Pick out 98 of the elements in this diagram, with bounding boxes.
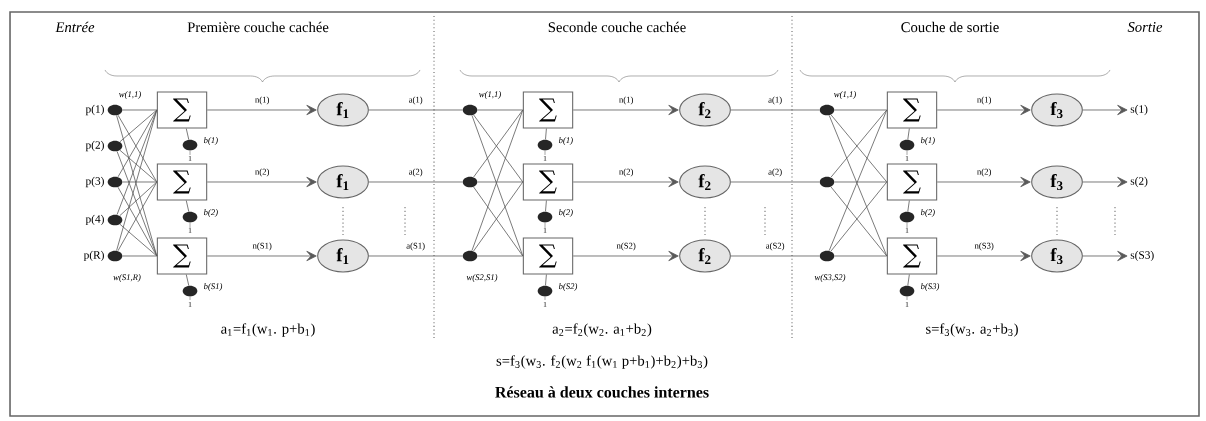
arrow bbox=[936, 250, 1031, 262]
bias-label: b(2) bbox=[203, 209, 218, 217]
summation-box: ∑ bbox=[522, 237, 574, 275]
input-label: p(R) bbox=[83, 250, 104, 262]
connection-line bbox=[477, 181, 524, 183]
input-label: p(4) bbox=[85, 214, 104, 226]
connection-line bbox=[545, 274, 547, 286]
arrow bbox=[1082, 250, 1128, 262]
weight-label: w(1,1) bbox=[832, 89, 858, 101]
edge-label: n(2) bbox=[975, 167, 993, 178]
arrow bbox=[206, 176, 317, 188]
edge-label: n(S3) bbox=[973, 241, 996, 252]
connection-line bbox=[730, 109, 820, 111]
connection-line bbox=[185, 128, 190, 140]
connection-line bbox=[116, 151, 158, 257]
bias-label: b(2) bbox=[558, 209, 573, 217]
formula: s=f$_{3}$(w$_{3}$. f$_{2}$(w$_{2}$ f$_{1}$(w$_{1}$ p+b$_{1}$)+b$_{2}$)+b$_{3}$) bbox=[494, 353, 710, 371]
summation-box: ∑ bbox=[886, 91, 938, 129]
output-label: s(S3) bbox=[1130, 250, 1154, 262]
arrow bbox=[936, 104, 1031, 116]
summation-box: ∑ bbox=[886, 237, 938, 275]
connection-line bbox=[730, 181, 820, 183]
layer-heading: Couche de sortie bbox=[899, 20, 1001, 34]
weight-label: w(1,1) bbox=[117, 89, 143, 101]
input-label: p(3) bbox=[85, 176, 104, 188]
bias-label: b(1) bbox=[920, 137, 935, 145]
edge-label: a(1) bbox=[766, 95, 784, 106]
edge-label: a(2) bbox=[766, 167, 784, 178]
output-label: s(2) bbox=[1130, 176, 1148, 188]
connection-line bbox=[368, 109, 463, 111]
connection-line bbox=[834, 181, 888, 183]
edge-label: n(2) bbox=[617, 167, 635, 178]
connection-line bbox=[834, 255, 888, 257]
connection-line bbox=[122, 181, 158, 183]
summation-box: ∑ bbox=[886, 163, 938, 201]
formula: s=f$_{3}$(w$_{3}$. a$_{2}$+b$_{3}$) bbox=[924, 321, 1020, 339]
summation-box: ∑ bbox=[156, 91, 208, 129]
connection-line bbox=[907, 200, 910, 212]
edge-label: a(1) bbox=[407, 95, 424, 106]
connection-line bbox=[119, 149, 158, 183]
connection-line bbox=[119, 109, 158, 143]
connection-line bbox=[477, 109, 524, 111]
arrow bbox=[206, 104, 317, 116]
connection-line bbox=[122, 109, 158, 111]
weight-label: w(S1,R) bbox=[111, 272, 143, 284]
connection-line bbox=[477, 255, 524, 257]
summation-box: ∑ bbox=[156, 237, 208, 275]
edge-label: n(1) bbox=[975, 95, 993, 106]
bias-label: b(1) bbox=[203, 137, 218, 145]
connection-line bbox=[834, 109, 888, 111]
arrow bbox=[572, 104, 679, 116]
weight-label: w(1,1) bbox=[477, 89, 503, 101]
layer-heading: Seconde couche cachée bbox=[546, 20, 688, 34]
connection-line bbox=[368, 181, 463, 183]
connection-line bbox=[730, 255, 820, 257]
summation-box: ∑ bbox=[522, 163, 574, 201]
connection-line bbox=[119, 181, 158, 217]
caption: Réseau à deux couches internes bbox=[495, 386, 709, 398]
output-label: s(1) bbox=[1130, 104, 1148, 116]
bias-label: b(S3) bbox=[920, 283, 940, 291]
connection-line bbox=[545, 128, 547, 140]
summation-box: ∑ bbox=[522, 91, 574, 129]
edge-label: a(S1) bbox=[404, 241, 427, 252]
bias-label: b(S2) bbox=[558, 283, 578, 291]
arrow bbox=[206, 250, 317, 262]
formula: a$_{2}$=f$_{2}$(w$_{2}$. a$_{1}$+b$_{2}$) bbox=[550, 321, 654, 339]
layer-heading: Sortie bbox=[1126, 20, 1164, 34]
bias-label: b(2) bbox=[920, 209, 935, 217]
weight-label: w(S2,S1) bbox=[465, 272, 499, 284]
connection-line bbox=[185, 200, 190, 212]
weight-label: w(S3,S2) bbox=[813, 272, 847, 284]
edge-label: n(S2) bbox=[615, 241, 638, 252]
bias-label: b(1) bbox=[558, 137, 573, 145]
layer-heading: Entrée bbox=[54, 20, 96, 34]
edge-label: a(S2) bbox=[764, 241, 786, 252]
connection-line bbox=[368, 255, 463, 257]
edge-label: n(S1) bbox=[251, 241, 274, 252]
arrow bbox=[1082, 104, 1128, 116]
summation-box: ∑ bbox=[156, 163, 208, 201]
input-label: p(2) bbox=[85, 140, 104, 152]
connection-line bbox=[185, 274, 190, 286]
input-label: p(1) bbox=[85, 104, 104, 116]
edge-label: a(2) bbox=[407, 167, 424, 178]
arrow bbox=[1082, 176, 1128, 188]
formula: a$_{1}$=f$_{1}$(w$_{1}$. p+b$_{1}$) bbox=[219, 321, 317, 339]
arrow bbox=[936, 176, 1031, 188]
connection-line bbox=[122, 255, 158, 257]
connection-line bbox=[907, 128, 910, 140]
layer-heading: Première couche cachée bbox=[185, 20, 331, 34]
edge-label: n(1) bbox=[253, 95, 271, 106]
bias-label: b(S1) bbox=[203, 283, 223, 291]
connection-line bbox=[545, 200, 547, 212]
connection-line bbox=[119, 223, 158, 257]
edge-label: n(2) bbox=[253, 167, 271, 178]
arrow bbox=[572, 176, 679, 188]
connection-line bbox=[907, 274, 910, 286]
arrow bbox=[572, 250, 679, 262]
edge-label: n(1) bbox=[617, 95, 635, 106]
